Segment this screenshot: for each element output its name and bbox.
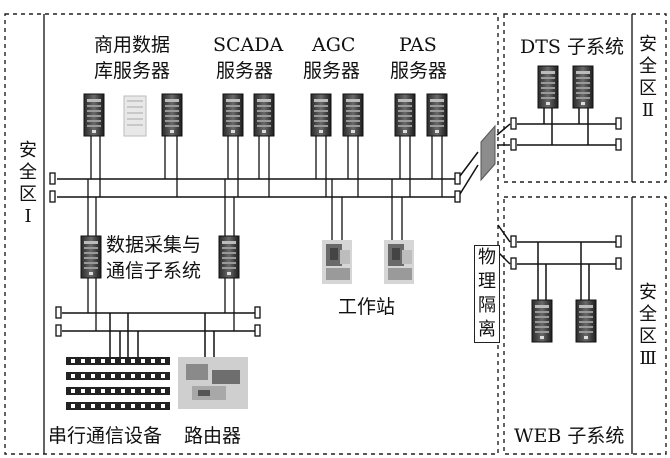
agc-label-line1: AGC — [312, 34, 356, 56]
commercial-db-label-line1: 商用数据 — [94, 34, 171, 56]
data-acq-label-line1: 数据采集与 — [106, 234, 202, 256]
isolation-char-2: 理 — [478, 271, 496, 292]
dts-label: DTS 子系统 — [520, 36, 624, 58]
web-label: WEB 子系统 — [514, 425, 625, 447]
dts-servers — [537, 65, 594, 109]
zone-boundaries — [4, 13, 667, 455]
zone2-bus — [459, 102, 617, 195]
pas-label-line2: 服务器 — [390, 60, 448, 82]
zone3-boundary — [503, 196, 667, 455]
scada-servers — [222, 93, 275, 137]
router-label: 路由器 — [184, 425, 242, 447]
main-bus — [57, 178, 457, 198]
lower-bus — [62, 312, 256, 357]
commercial-db-servers — [83, 93, 183, 137]
isolation-char-1: 物 — [478, 247, 496, 268]
web-servers — [531, 299, 597, 343]
serial-comm-devices — [66, 357, 170, 410]
zone1-boundary — [4, 13, 499, 455]
scada-label-line1: SCADA — [213, 34, 284, 56]
firewall-icon — [480, 124, 496, 182]
zone-dividers — [43, 14, 633, 454]
commercial-db-label-line2: 库服务器 — [94, 60, 171, 82]
pas-label-line1: PAS — [399, 34, 437, 56]
agc-servers — [310, 93, 364, 137]
isolation-char-4: 离 — [478, 319, 496, 340]
router-icon — [178, 357, 248, 409]
zone3-bus — [497, 224, 617, 300]
agc-label-line2: 服务器 — [303, 60, 361, 82]
pas-servers — [394, 93, 448, 137]
serial-comm-label: 串行通信设备 — [48, 425, 163, 447]
workstation-icons — [322, 240, 414, 284]
zone2-boundary — [503, 13, 667, 183]
physical-isolation-box: 物 理 隔 离 — [474, 245, 500, 343]
server-drops — [87, 136, 443, 331]
scada-label-line2: 服务器 — [216, 60, 274, 82]
workstation-label: 工作站 — [338, 296, 396, 318]
data-acq-label-line2: 通信子系统 — [106, 260, 202, 282]
isolation-char-3: 隔 — [478, 295, 496, 316]
